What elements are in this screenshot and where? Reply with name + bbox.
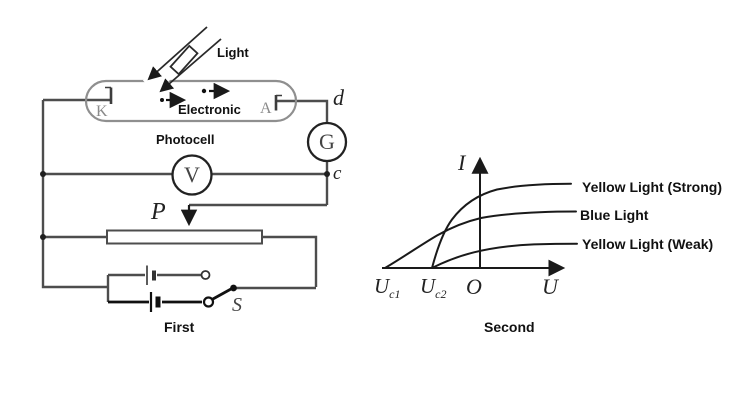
light-rays — [147, 26, 222, 93]
voltmeter-label: V — [184, 162, 200, 187]
wire-left-rail — [41, 98, 111, 289]
curve-yellow-weak — [431, 242, 578, 269]
switch-pivot — [230, 284, 237, 292]
curve-label-yellow-strong: Yellow Light (Strong) — [582, 179, 722, 195]
light-label: Light — [217, 45, 249, 60]
node-d-label: d — [333, 85, 344, 110]
voltmeter-circle — [171, 154, 213, 196]
electron-arrows — [160, 82, 231, 109]
curve-blue-light — [384, 210, 577, 269]
electronic-label: Electronic — [178, 102, 241, 117]
uc2-base: U — [420, 274, 436, 298]
uc2-sub: c2 — [435, 287, 447, 302]
circuit-wires — [41, 98, 329, 302]
galvanometer-circle — [306, 121, 348, 163]
x-axis-label: U — [542, 274, 558, 299]
battery-bottom — [108, 292, 215, 312]
anode-label: A — [260, 100, 272, 117]
switch — [211, 284, 237, 301]
uc1-base: U — [374, 274, 390, 298]
circuit-caption: First — [164, 319, 195, 335]
wire-anode-to-d — [277, 99, 329, 205]
cathode-electrode — [105, 86, 113, 104]
potentiometer-body — [106, 229, 263, 245]
battery-top — [146, 265, 211, 285]
y-axis-label: I — [458, 150, 466, 175]
origin-label: O — [466, 274, 482, 299]
switch-contact-top — [200, 270, 211, 280]
uc1-label: Uc1 — [374, 274, 401, 302]
light-ray-1 — [147, 26, 208, 81]
junction-dots — [40, 171, 330, 240]
graph-caption: Second — [484, 319, 535, 335]
galvanometer-label: G — [319, 129, 335, 154]
photocell-tube — [84, 79, 298, 123]
electron-dot-2 — [201, 88, 207, 94]
wire-battery-branch — [106, 273, 201, 302]
curve-label-yellow-weak: Yellow Light (Weak) — [582, 236, 714, 252]
light-ray-2 — [159, 38, 222, 93]
curve-label-blue: Blue Light — [580, 207, 649, 223]
wire-pot-right — [262, 235, 318, 287]
uc2-label: Uc2 — [420, 274, 447, 302]
node-c-label: c — [333, 163, 342, 184]
switch-lever — [211, 287, 232, 301]
uc1-sub: c1 — [389, 287, 401, 302]
switch-label: S — [232, 294, 242, 316]
junction-left-voltmeter — [40, 171, 46, 177]
graph-curves — [384, 182, 578, 269]
light-window — [169, 44, 199, 76]
cathode-label: K — [96, 103, 108, 120]
switch-contact-bottom — [202, 296, 215, 308]
junction-left-pot — [40, 234, 46, 240]
electron-dot-1 — [160, 98, 164, 102]
junction-c — [324, 171, 330, 177]
anode-electrode — [274, 94, 282, 111]
potentiometer-label: P — [151, 199, 166, 225]
photocell-label: Photocell — [156, 132, 215, 147]
curve-yellow-strong — [431, 182, 572, 269]
